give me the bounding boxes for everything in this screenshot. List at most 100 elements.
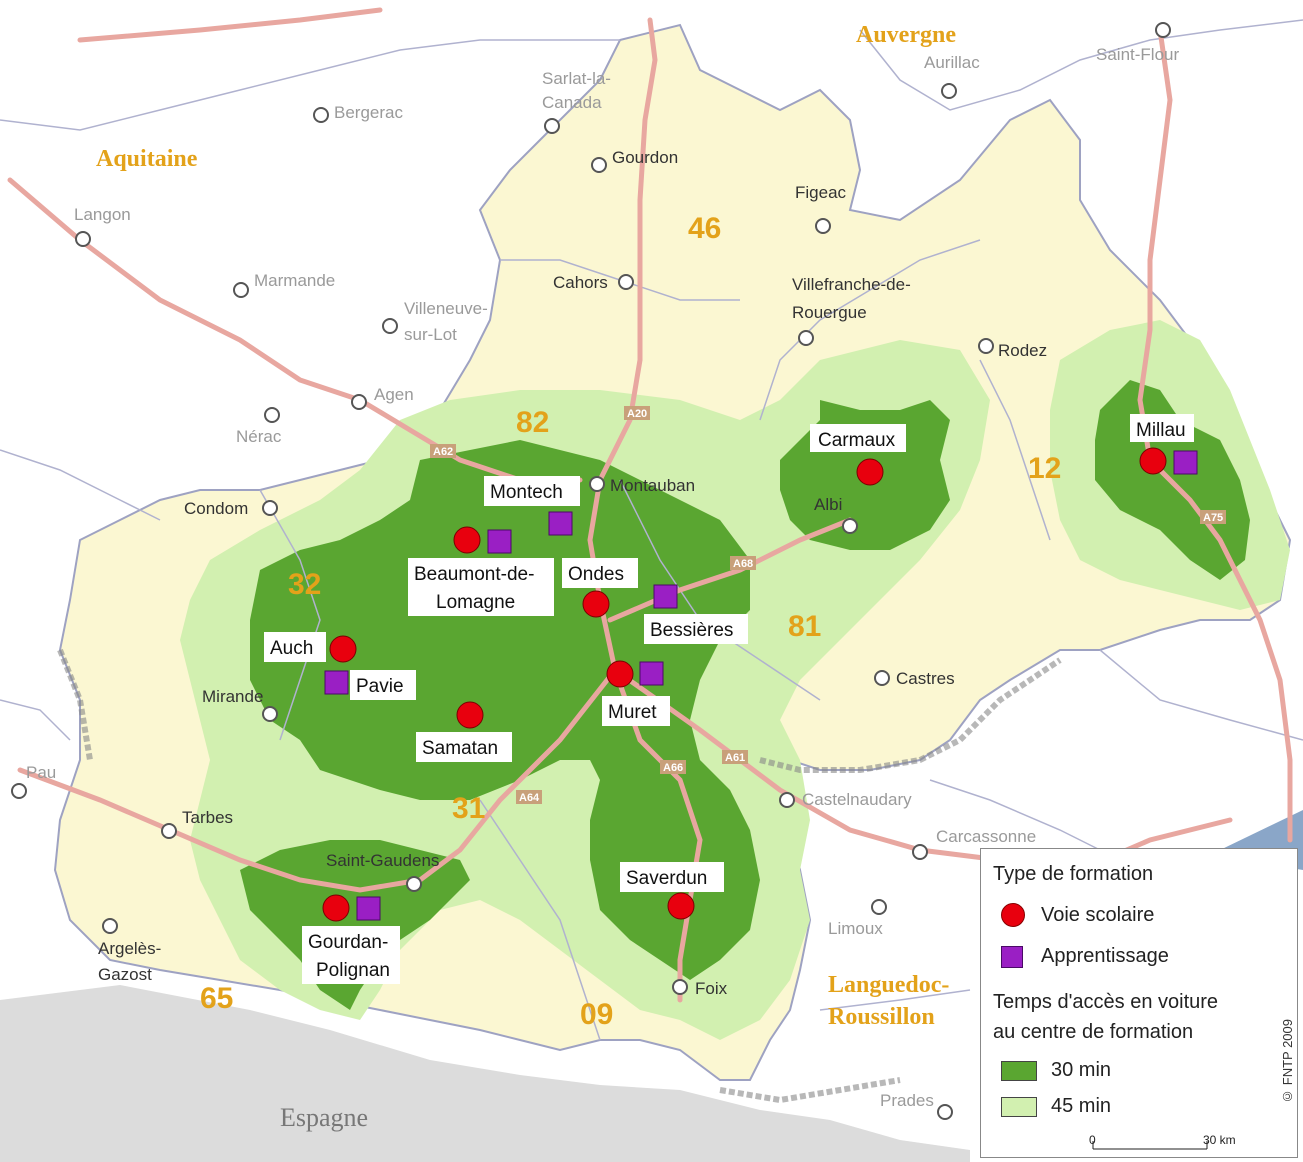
city-marker — [262, 500, 278, 516]
center-beaumont-1: Beaumont-de- — [414, 564, 534, 585]
scolaire-marker — [453, 526, 481, 554]
city-limoux: Limoux — [828, 919, 883, 938]
city-tarbes: Tarbes — [182, 808, 233, 827]
city-marker — [779, 792, 795, 808]
center-montech: Montech — [490, 482, 563, 503]
city-marker — [544, 118, 560, 134]
scale-end: 30 km — [1203, 1133, 1236, 1147]
relief-shadow — [57, 648, 1062, 1104]
scolaire-marker — [856, 458, 884, 486]
legend-access-title-line1: Temps d'accès en voiture — [993, 991, 1219, 1013]
legend-row-30: 30 min — [1001, 1059, 1111, 1082]
apprentissage-marker — [653, 584, 678, 609]
city-condom: Condom — [184, 499, 248, 518]
dept-81: 81 — [788, 610, 821, 643]
legend-row-scolaire: Voie scolaire — [1001, 903, 1154, 927]
scolaire-marker — [329, 635, 357, 663]
city-nerac: Nérac — [236, 427, 282, 446]
legend-row-apprentissage: Apprentissage — [1001, 945, 1169, 968]
city-marker — [941, 83, 957, 99]
center-saverdun: Saverdun — [626, 868, 707, 889]
city-markers — [11, 22, 1171, 1120]
zone45-swatch — [1001, 1096, 1037, 1117]
center-auch: Auch — [270, 638, 313, 659]
boundaries — [0, 19, 1303, 1041]
city-sarlat-2: Canada — [542, 93, 602, 112]
center-muret: Muret — [608, 702, 657, 723]
scolaire-marker — [1139, 447, 1167, 475]
apprentissage-symbol — [1001, 945, 1023, 968]
dept-12: 12 — [1028, 452, 1061, 485]
dept-09: 09 — [580, 998, 613, 1031]
center-gourdan-2: Polignan — [316, 960, 390, 981]
city-cahors: Cahors — [553, 273, 608, 292]
city-marmande: Marmande — [254, 271, 335, 290]
city-montauban: Montauban — [610, 476, 695, 495]
legend-title: Type de formation — [993, 863, 1154, 885]
city-marker — [871, 899, 887, 915]
apprentissage-marker — [324, 670, 349, 695]
region-languedoc-line1: Languedoc- — [828, 972, 949, 998]
city-marker — [382, 318, 398, 334]
apprentissage-marker — [548, 511, 573, 536]
apprentissage-marker — [487, 529, 512, 554]
city-figeac: Figeac — [795, 183, 847, 202]
center-beaumont-2: Lomagne — [436, 592, 515, 613]
apprentissage-markers — [324, 450, 1198, 921]
city-villeneuve-1: Villeneuve- — [404, 299, 488, 318]
region-aquitaine: Aquitaine — [96, 146, 198, 172]
dept-32: 32 — [288, 568, 321, 601]
copyright: © FNTP 2009 — [1280, 1019, 1295, 1104]
road-label: A75 — [1203, 512, 1223, 524]
apprentissage-marker — [1173, 450, 1198, 475]
city-rodez: Rodez — [998, 341, 1047, 360]
center-label-boxes — [264, 414, 1194, 984]
zone30-swatch — [1001, 1060, 1037, 1081]
city-marker — [264, 407, 280, 423]
apprentissage-marker — [356, 896, 381, 921]
dept-31: 31 — [452, 792, 485, 825]
city-saint-gaudens: Saint-Gaudens — [326, 851, 439, 870]
city-albi: Albi — [814, 495, 842, 514]
city-marker — [351, 394, 367, 410]
road-label: A66 — [663, 762, 683, 774]
city-marker — [591, 157, 607, 173]
city-marker — [313, 107, 329, 123]
city-marker — [874, 670, 890, 686]
city-villefranche-2: Rouergue — [792, 303, 867, 322]
scolaire-symbol — [1001, 903, 1025, 927]
scolaire-marker — [667, 892, 695, 920]
region-languedoc-line2: Roussillon — [828, 1004, 935, 1030]
city-marker — [406, 876, 422, 892]
city-bergerac: Bergerac — [334, 103, 403, 122]
country-espagne: Espagne — [280, 1103, 368, 1132]
city-langon: Langon — [74, 205, 131, 224]
city-marker — [815, 218, 831, 234]
city-marker — [233, 282, 249, 298]
city-argeles-2: Gazost — [98, 965, 152, 984]
legend-30-label: 30 min — [1051, 1059, 1112, 1081]
city-villefranche-1: Villefranche-de- — [792, 275, 911, 294]
city-marker — [75, 231, 91, 247]
city-marker — [589, 476, 605, 492]
city-aurillac: Aurillac — [924, 53, 980, 72]
road-label: A20 — [627, 408, 647, 420]
center-bessieres: Bessières — [650, 620, 733, 641]
dept-46: 46 — [688, 212, 721, 245]
center-samatan: Samatan — [422, 738, 498, 759]
city-prades: Prades — [880, 1091, 934, 1110]
road-label: A64 — [519, 792, 540, 804]
scolaire-marker — [582, 590, 610, 618]
scolaire-markers — [322, 447, 1167, 922]
center-gourdan-1: Gourdan- — [308, 932, 388, 953]
city-marker — [798, 330, 814, 346]
center-labels: Carmaux Millau Montech Beaumont-de- Loma… — [270, 420, 1186, 981]
city-marker — [978, 338, 994, 354]
legend-row-45: 45 min — [1001, 1095, 1111, 1118]
city-marker — [672, 979, 688, 995]
road-label: A61 — [725, 752, 745, 764]
scale-start: 0 — [1089, 1133, 1096, 1147]
center-ondes: Ondes — [568, 564, 624, 585]
scolaire-marker — [456, 701, 484, 729]
